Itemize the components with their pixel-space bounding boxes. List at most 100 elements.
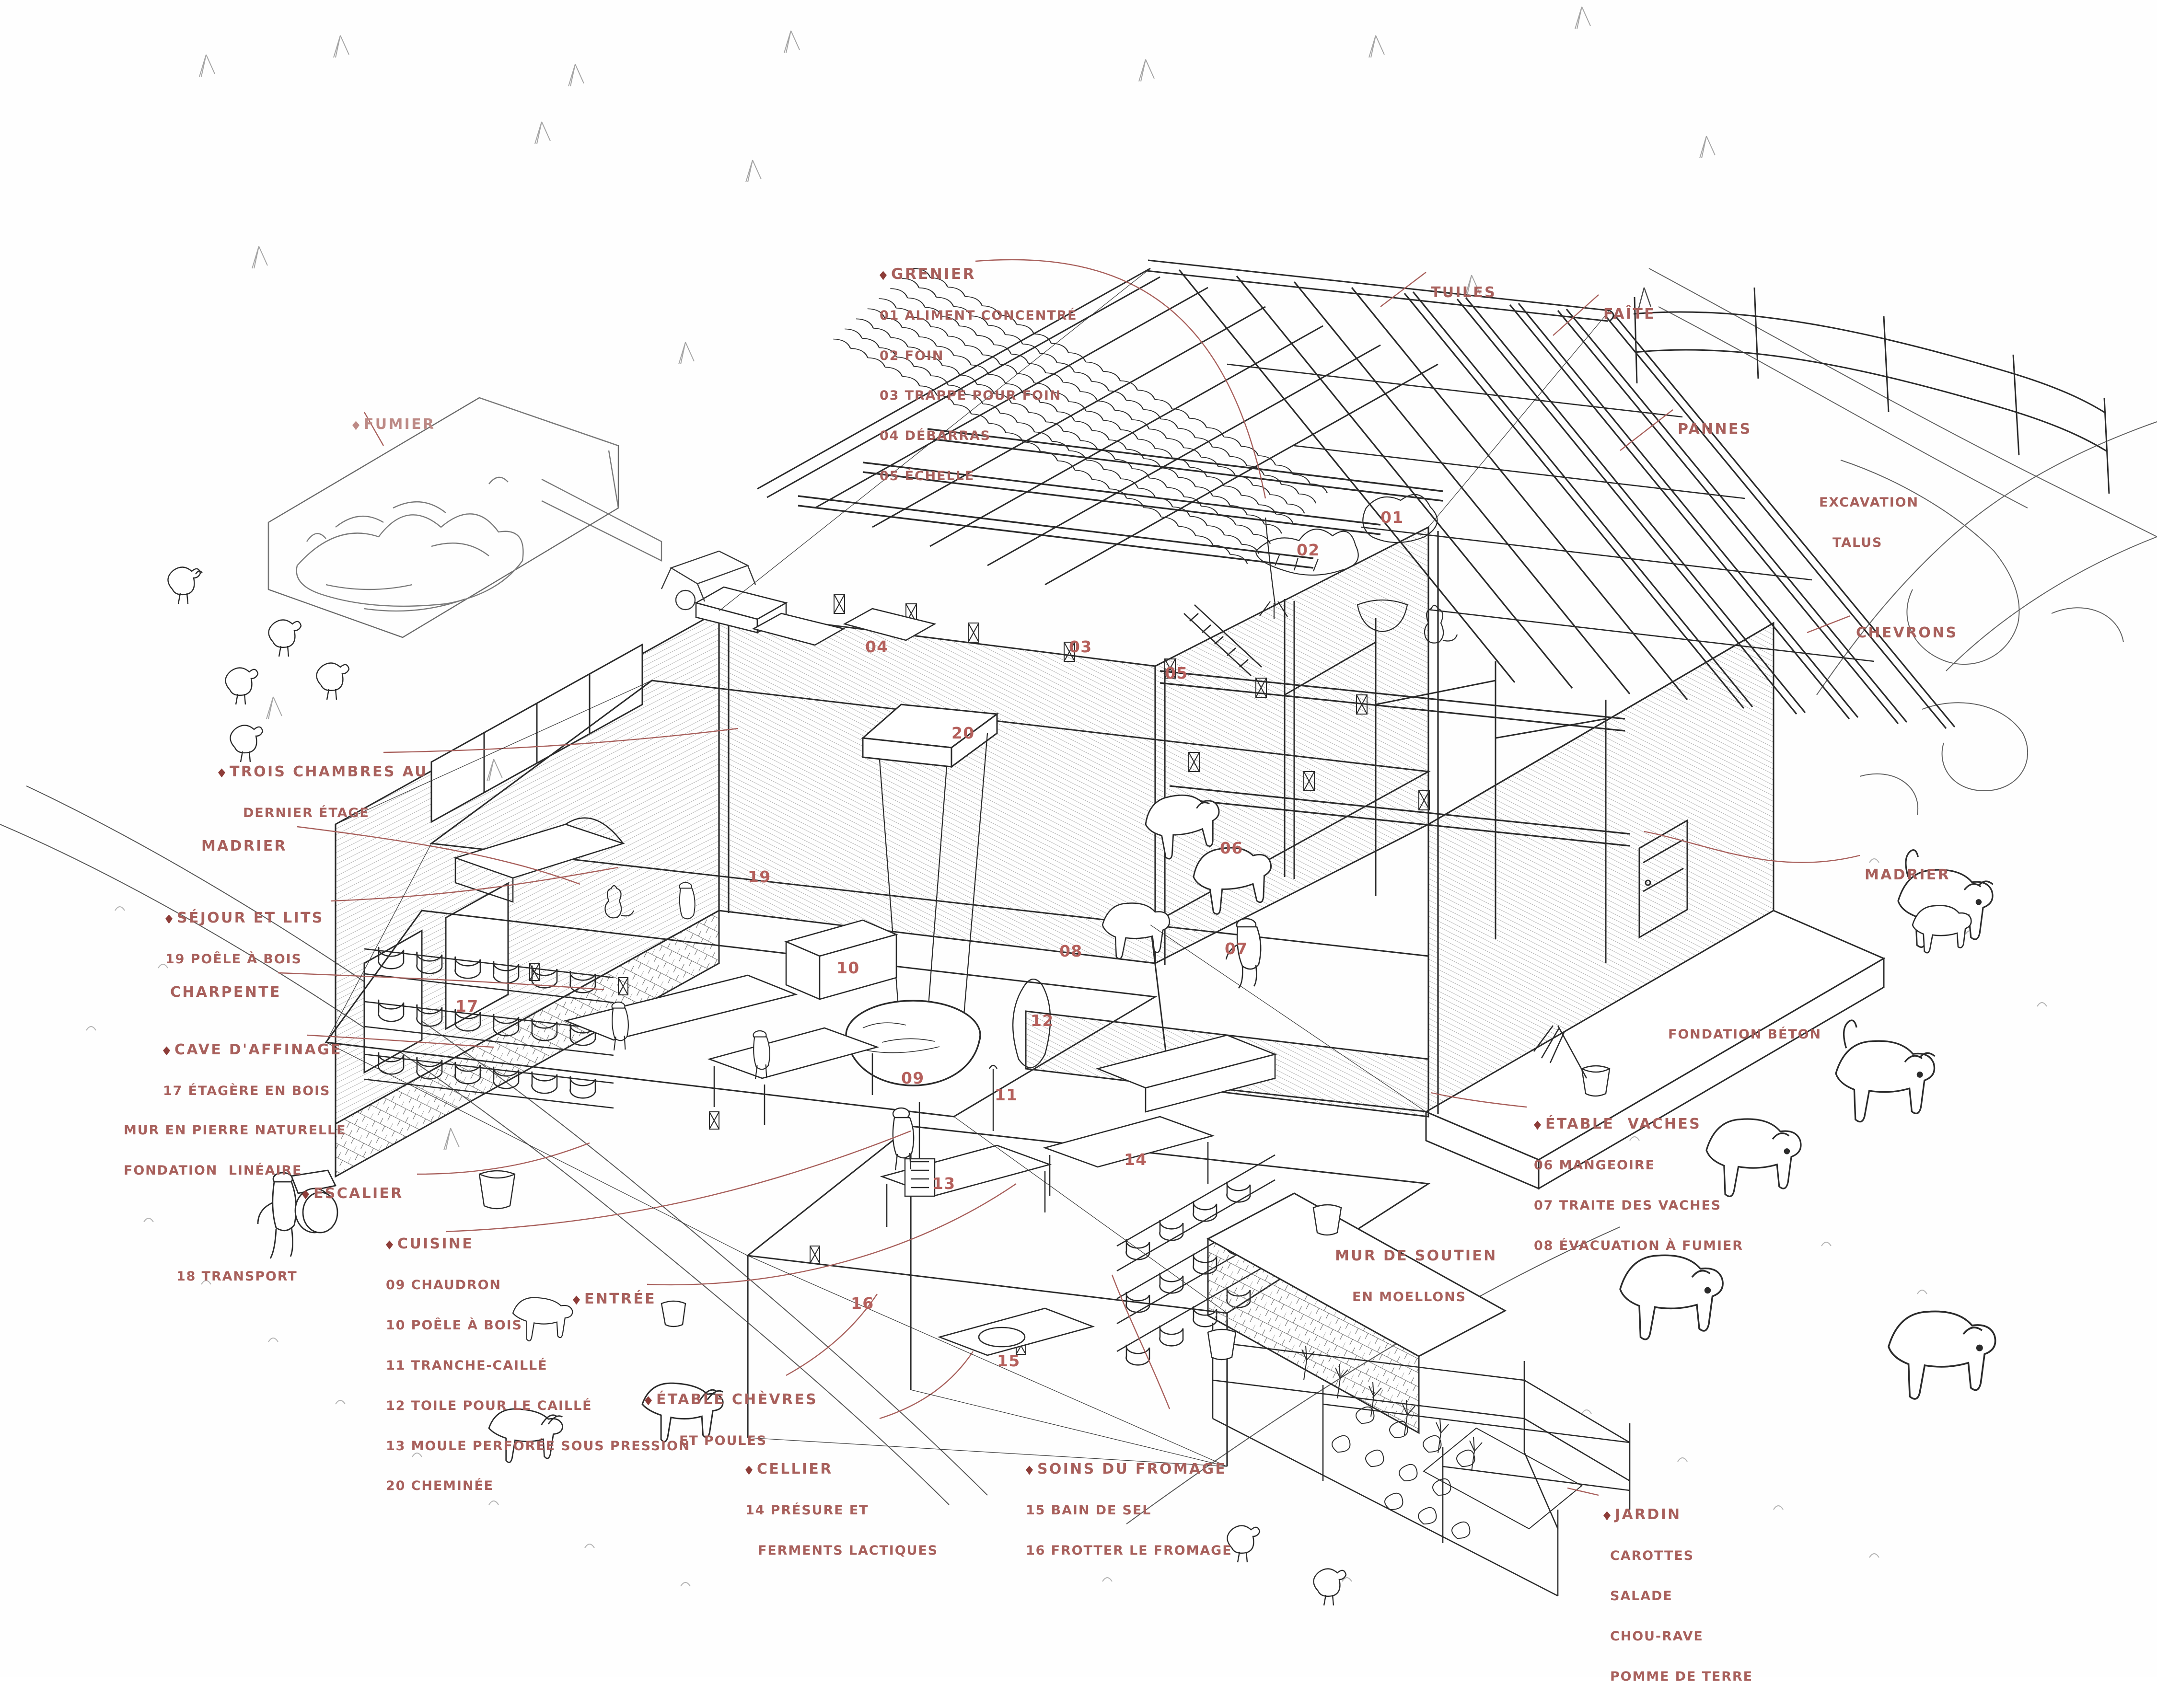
annotation-title: SOINS DU FROMAGE [1026,1459,1232,1480]
annotation-madrier-right: MADRIER [1865,843,1950,907]
annotation-etable-chevres: ÉTABLE CHÈVRES ET POULES [645,1368,818,1472]
callout-number-03: 03 [1069,637,1092,656]
annotation-item: 08 ÉVACUATION À FUMIER [1534,1238,1743,1253]
callout-number-16: 16 [851,1294,874,1313]
callout-number-08: 08 [1059,942,1083,960]
annotation-title: MADRIER [201,838,287,855]
annotation-title: CHEVRONS [1856,624,1958,642]
annotation-title: MUR DE SOUTIEN [1335,1247,1497,1265]
annotation-title: MUR EN PIERRE NATURELLE [124,1123,347,1138]
annotation-title: 18 TRANSPORT [176,1269,298,1284]
annotation-item: 14 PRÉSURE ET [745,1503,869,1518]
annotation-title: MADRIER [1865,866,1950,884]
callout-number-19: 19 [748,867,771,886]
annotation-title: TROIS CHAMBRES AU [218,762,428,783]
annotation-item: ET POULES [679,1433,767,1449]
bullet-diamond-icon [880,271,887,280]
callout-number-14: 14 [1124,1150,1148,1169]
annotation-item: SALADE [1610,1589,1673,1604]
callout-number-04: 04 [865,637,889,656]
annotation-title: SÉJOUR ET LITS [165,908,324,929]
annotation-item: 05 ÉCHELLE [880,468,975,484]
callout-number-12: 12 [1031,1011,1054,1030]
callout-number-11: 11 [995,1085,1018,1104]
annotation-title: PANNES [1678,421,1752,438]
callout-number-05: 05 [1165,664,1188,682]
callout-number-02: 02 [1297,541,1320,559]
annotation-title: ÉTABLE CHÈVRES [645,1390,818,1410]
annotation-fumier: FUMIER [352,393,435,457]
annotation-item: 17 ÉTAGÈRE EN BOIS [163,1084,331,1099]
annotation-transport: 18 TRANSPORT [176,1246,298,1308]
annotation-title: JARDIN [1603,1505,1753,1525]
annotation-etable-vaches: ÉTABLE VACHES 06 MANGEOIRE 07 TRAITE DES… [1534,1093,1743,1277]
annotation-item: 19 POÊLE À BOIS [165,952,302,967]
annotation-item: 02 FOIN [880,348,944,363]
annotation-chevrons: CHEVRONS [1856,601,1958,665]
bullet-diamond-icon [352,421,360,430]
annotation-cellier: CELLIER 14 PRÉSURE ET FERMENTS LACTIQUES [745,1438,938,1582]
annotation-item: 12 TOILE POUR LE CAILLÉ [386,1398,592,1413]
bullet-diamond-icon [745,1466,753,1475]
annotation-title: FAÎTE [1603,306,1656,323]
callout-number-07: 07 [1225,939,1248,958]
annotation-item: CHOU-RAVE [1610,1629,1704,1644]
annotation-item: 16 FROTTER LE FROMAGE [1026,1543,1232,1558]
annotation-item: 01 ALIMENT CONCENTRÉ [880,308,1078,323]
callout-number-01: 01 [1380,508,1404,527]
annotation-item: CAROTTES [1610,1548,1694,1564]
annotation-charpente: CHARPENTE [170,961,281,1025]
annotation-entree: ENTRÉE [573,1268,656,1331]
callout-number-20: 20 [951,724,975,742]
annotation-item: 15 BAIN DE SEL [1026,1503,1152,1518]
bullet-diamond-icon [1026,1466,1033,1475]
annotation-soins-fromage: SOINS DU FROMAGE 15 BAIN DE SEL 16 FROTT… [1026,1438,1232,1582]
annotation-jardin: JARDIN CAROTTES SALADE CHOU-RAVE POMME D… [1603,1483,1753,1708]
annotation-item: POMME DE TERRE [1610,1669,1753,1684]
annotation-cuisine: CUISINE 09 CHAUDRON 10 POÊLE À BOIS 11 T… [386,1212,690,1517]
bullet-diamond-icon [165,914,173,924]
annotation-title: EXCAVATION [1819,495,1919,510]
annotation-item: 20 CHEMINÉE [386,1478,494,1494]
annotation-title: CHARPENTE [170,984,281,1001]
annotation-tuiles: TUILES [1431,261,1496,325]
annotation-pannes: PANNES [1678,398,1752,462]
annotation-title: GRENIER [880,264,1078,285]
annotation-title: ESCALIER [302,1184,404,1204]
annotation-title: CELLIER [745,1459,938,1480]
annotation-item: 06 MANGEOIRE [1534,1158,1655,1173]
annotation-madrier-left: MADRIER [201,815,287,878]
annotation-item: EN MOELLONS [1352,1290,1466,1305]
annotation-escalier: ESCALIER [302,1162,404,1226]
callout-number-09: 09 [901,1069,925,1087]
annotation-item: FONDATION LINÉAIRE [124,1163,302,1178]
callout-number-15: 15 [997,1351,1021,1370]
annotation-item: 10 POÊLE À BOIS [386,1318,522,1333]
annotation-cave-affinage: CAVE D'AFFINAGE 17 ÉTAGÈRE EN BOIS [163,1018,342,1122]
annotation-item: 07 TRAITE DES VACHES [1534,1198,1722,1213]
bullet-diamond-icon [163,1046,170,1056]
annotation-item: DERNIER ÉTAGE [243,806,370,821]
annotation-title: CAVE D'AFFINAGE [163,1040,342,1061]
callout-number-10: 10 [836,958,860,977]
bullet-diamond-icon [218,768,225,778]
annotation-title: FUMIER [352,415,435,435]
annotation-faite: FAÎTE [1603,283,1656,346]
annotation-mur-soutien: MUR DE SOUTIEN EN MOELLONS [1335,1224,1497,1328]
callout-number-06: 06 [1220,839,1243,857]
annotation-item: 04 DÉBARRAS [880,428,991,444]
annotation-grenier: GRENIER 01 ALIMENT CONCENTRÉ 02 FOIN 03 … [880,242,1078,508]
bullet-diamond-icon [573,1295,580,1305]
annotation-item: 13 MOULE PERFORÉE SOUS PRESSION [386,1438,691,1454]
annotation-title: FONDATION BÉTON [1668,1027,1821,1042]
annotation-item: TALUS [1832,535,1883,551]
annotation-title: CUISINE [386,1234,690,1255]
annotation-excavation: EXCAVATION TALUS [1819,472,1919,574]
bullet-diamond-icon [1534,1120,1541,1130]
annotation-title: TUILES [1431,284,1497,301]
bullet-diamond-icon [386,1240,393,1250]
bullet-diamond-icon [1603,1511,1611,1521]
bullet-diamond-icon [302,1190,309,1200]
